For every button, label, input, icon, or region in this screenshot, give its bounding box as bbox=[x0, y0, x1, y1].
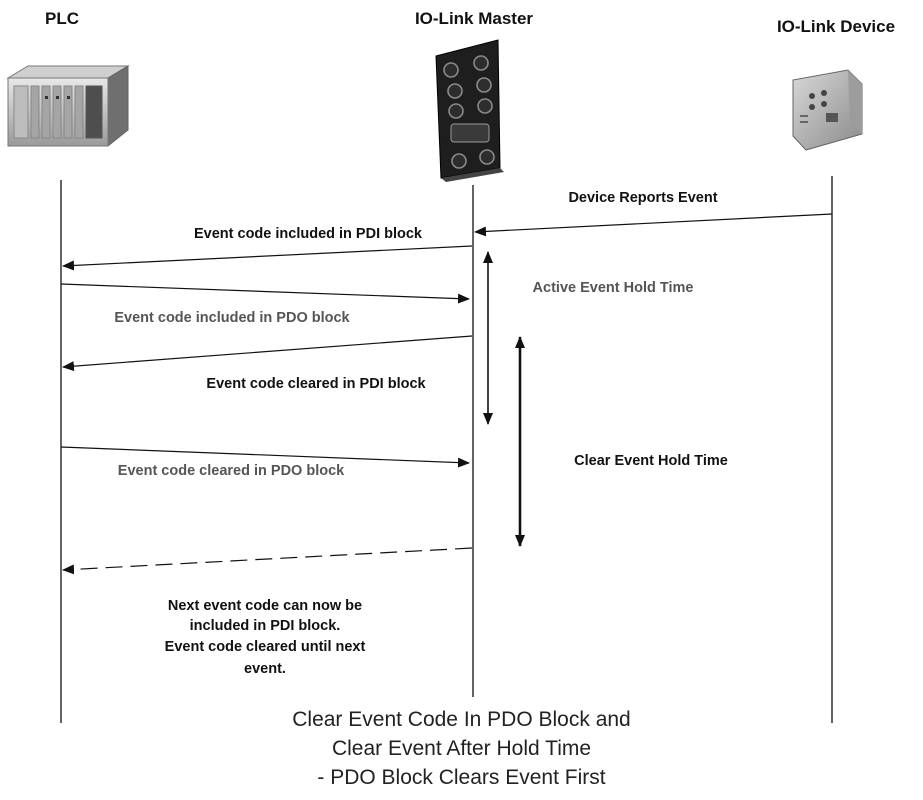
participant-device-label: IO-Link Device bbox=[777, 17, 895, 36]
participant-plc-label: PLC bbox=[45, 9, 79, 28]
note-line-1: Next event code can now be bbox=[168, 598, 362, 614]
arrow-next-event-dashed bbox=[62, 547, 473, 575]
label-clear-event-hold-time: Clear Event Hold Time bbox=[574, 453, 728, 469]
diagram-caption: Clear Event Code In PDO Block and Clear … bbox=[0, 705, 923, 792]
io-link-master-icon bbox=[435, 39, 504, 182]
label-device-reports-event: Device Reports Event bbox=[568, 190, 717, 206]
caption-line-3: - PDO Block Clears Event First bbox=[317, 766, 606, 789]
label-pdo-included: Event code included in PDO block bbox=[114, 310, 350, 326]
caption-line-2: Clear Event After Hold Time bbox=[331, 737, 592, 760]
io-link-device-icon bbox=[792, 69, 863, 151]
label-pdi-included: Event code included in PDI block bbox=[194, 226, 423, 242]
arrow-pdo-cleared bbox=[60, 446, 470, 468]
label-pdo-cleared: Event code cleared in PDO block bbox=[118, 463, 345, 479]
label-active-event-hold-time: Active Event Hold Time bbox=[533, 280, 694, 296]
label-pdi-cleared: Event code cleared in PDI block bbox=[206, 376, 426, 392]
note-line-3: Event code cleared until next bbox=[165, 639, 366, 655]
note-line-4: event. bbox=[244, 661, 286, 677]
plc-icon bbox=[6, 65, 130, 148]
arrow-pdi-included bbox=[62, 245, 473, 271]
arrow-pdi-cleared bbox=[62, 335, 473, 372]
arrow-device-reports-event bbox=[474, 213, 833, 237]
arrow-pdo-included bbox=[60, 283, 470, 304]
caption-line-1: Clear Event Code In PDO Block and bbox=[292, 708, 631, 731]
participant-master-label: IO-Link Master bbox=[415, 9, 533, 28]
note-line-2: included in PDI block. bbox=[190, 618, 341, 634]
